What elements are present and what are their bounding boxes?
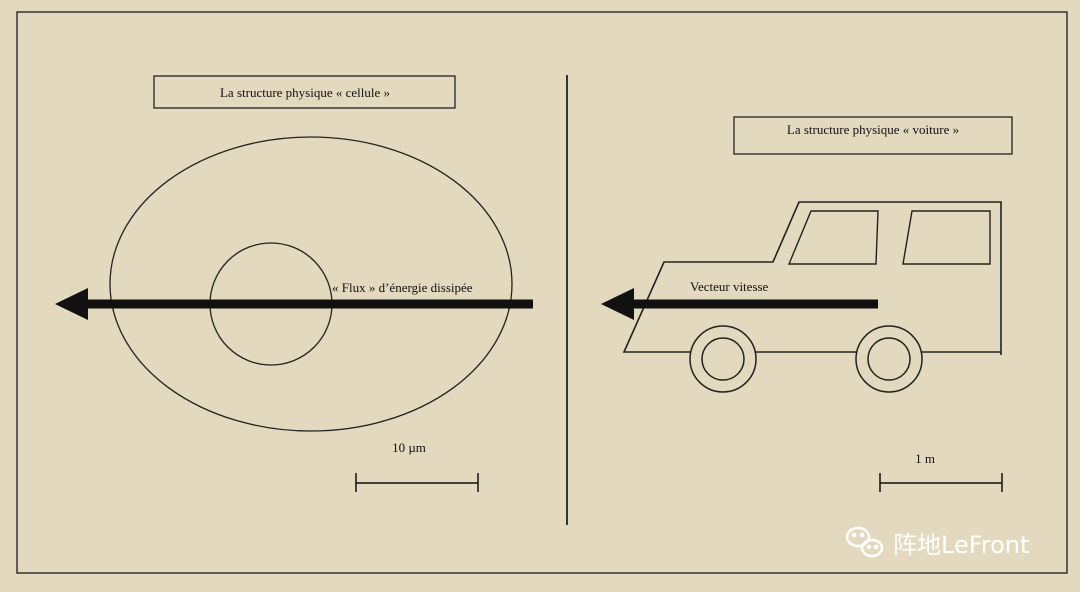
car-rear-wheel <box>855 325 923 393</box>
watermark: 阵地LeFront <box>845 526 1029 559</box>
car-scale-label: 1 m <box>915 451 935 466</box>
velocity-vector-arrow <box>601 288 878 320</box>
cell-title-box <box>153 75 456 109</box>
car-body <box>622 201 1002 355</box>
velocity-vector-label: Vecteur vitesse <box>690 279 769 294</box>
cell-panel: La structure physique « cellule » « Flux… <box>55 75 533 492</box>
car-scale-bar <box>879 473 1003 492</box>
car-title: La structure physique « voiture » <box>787 122 959 137</box>
cell-title: La structure physique « cellule » <box>220 85 390 100</box>
wechat-icon <box>845 526 884 558</box>
car-front-wheel <box>689 325 757 393</box>
car-front-window <box>787 210 879 265</box>
watermark-text: 阵地LeFront <box>893 531 1029 559</box>
cell-membrane <box>109 136 513 432</box>
energy-flux-arrow <box>55 288 533 320</box>
outer-frame <box>16 11 1068 574</box>
car-panel: La structure physique « voiture » Vecteu… <box>601 116 1013 492</box>
car-drawing <box>622 201 1002 393</box>
car-rear-window <box>902 210 991 265</box>
cell-scale-bar <box>355 473 479 492</box>
energy-flux-label: « Flux » d’énergie dissipée <box>332 280 473 295</box>
car-title-box <box>733 116 1013 155</box>
cell-scale-label: 10 µm <box>392 440 426 455</box>
